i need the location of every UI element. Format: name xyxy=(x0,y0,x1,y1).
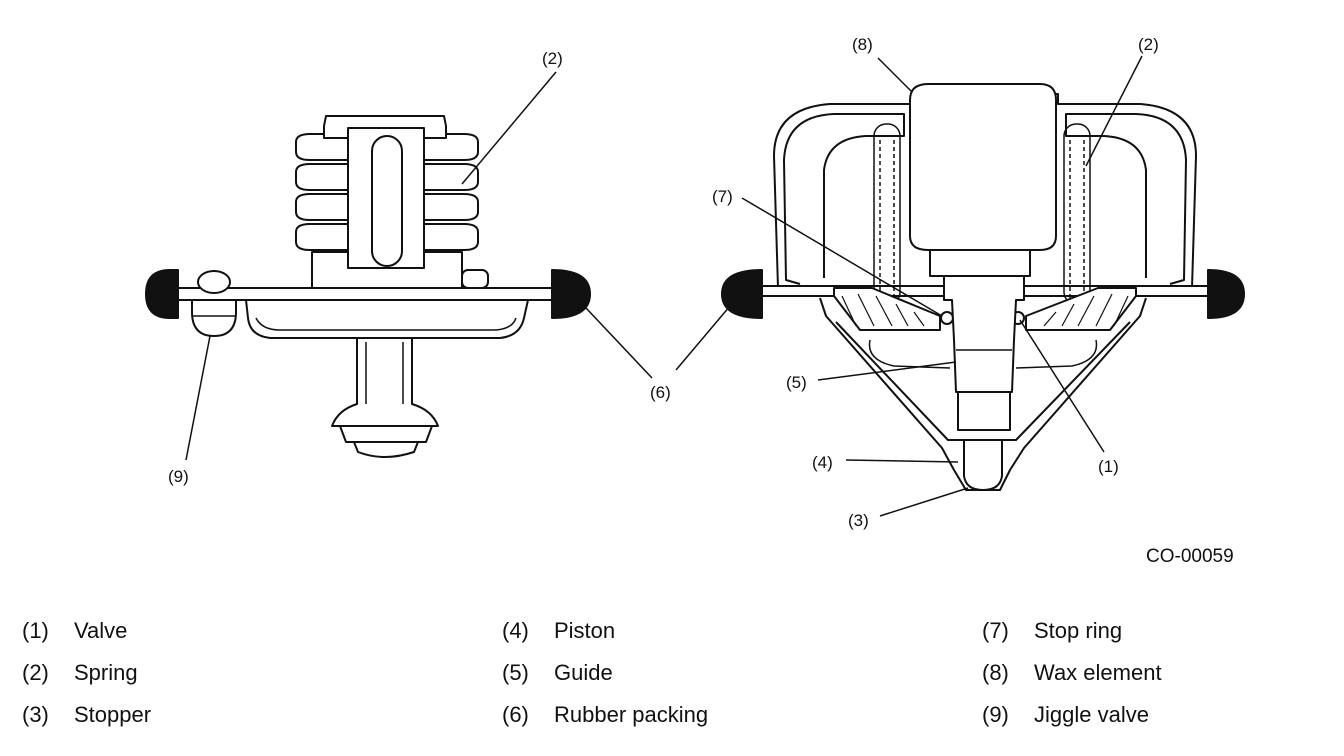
thermostat-diagram: (2) (6) (9) (8) (2) (7) (5) (1) (4) (3) … xyxy=(145,35,1245,567)
legend-label: Jiggle valve xyxy=(1034,702,1149,727)
callout-left-2: (2) xyxy=(542,49,563,68)
stem xyxy=(331,337,439,427)
callout-right-1: (1) xyxy=(1098,457,1119,476)
legend-number: (6) xyxy=(502,702,529,727)
legend-label: Stopper xyxy=(74,702,152,727)
section-packing-left xyxy=(721,269,763,319)
legend-item: (1) Valve xyxy=(22,614,151,656)
rubber-packing-left xyxy=(145,269,179,319)
legend-item: (8) Wax element xyxy=(982,656,1162,698)
legend-number: (2) xyxy=(22,660,49,685)
callout-right-4: (4) xyxy=(812,453,833,472)
figure-code: CO-00059 xyxy=(1146,546,1234,567)
callout-right-7: (7) xyxy=(712,187,733,206)
thermostat-section-view xyxy=(721,83,1245,491)
stem-foot xyxy=(339,425,433,443)
legend-label: Stop ring xyxy=(1034,618,1123,643)
guide xyxy=(943,275,1025,393)
legend-number: (7) xyxy=(982,618,1009,643)
legend-item: (7) Stop ring xyxy=(982,614,1162,656)
jiggle-valve xyxy=(191,270,237,337)
legend-label: Valve xyxy=(74,618,128,643)
legend-column-3: (7) Stop ring (8) Wax element (9) Jiggle va… xyxy=(982,614,1162,740)
thermostat-exterior-view xyxy=(145,115,591,458)
legend-number: (1) xyxy=(22,618,49,643)
callout-left-9: (9) xyxy=(168,467,189,486)
legend-number: (5) xyxy=(502,660,529,685)
legend-item: (2) Spring xyxy=(22,656,151,698)
legend-label: Piston xyxy=(554,618,616,643)
stop-ring-left xyxy=(940,311,954,325)
legend-label: Wax element xyxy=(1034,660,1162,685)
legend-number: (9) xyxy=(982,702,1009,727)
legend-item: (6) Rubber packing xyxy=(502,698,708,740)
piston xyxy=(957,391,1011,431)
legend-label: Rubber packing xyxy=(554,702,709,727)
legend-number: (3) xyxy=(22,702,49,727)
legend-item: (5) Guide xyxy=(502,656,708,698)
legend-column-2: (4) Piston (5) Guide (6) Rubber packing xyxy=(502,614,708,740)
callout-right-5: (5) xyxy=(786,373,807,392)
legend-number: (4) xyxy=(502,618,529,643)
lower-dish xyxy=(245,299,529,339)
legend-item: (3) Stopper xyxy=(22,698,151,740)
left-leader-lines xyxy=(185,71,653,461)
callout-right-3: (3) xyxy=(848,511,869,530)
wax-element xyxy=(909,83,1057,251)
legend-column-1: (1) Valve (2) Spring (3) Stopper xyxy=(22,614,151,740)
legend-item: (9) Jiggle valve xyxy=(982,698,1162,740)
legend-number: (8) xyxy=(982,660,1009,685)
right-leader-lines xyxy=(675,55,1143,517)
callout-left-6: (6) xyxy=(650,383,671,402)
callout-right-8: (8) xyxy=(852,35,873,54)
section-packing-right xyxy=(1207,269,1245,319)
stopper xyxy=(963,439,1003,491)
callout-right-2: (2) xyxy=(1138,35,1159,54)
legend-label: Spring xyxy=(74,660,138,685)
legend-label: Guide xyxy=(554,660,613,685)
valve-seat xyxy=(833,287,1137,331)
parts-legend: (1) Valve (2) Spring (3) Stopper (4) Piston … xyxy=(0,614,1344,744)
legend-item: (4) Piston xyxy=(502,614,708,656)
rubber-packing-right xyxy=(551,269,591,319)
